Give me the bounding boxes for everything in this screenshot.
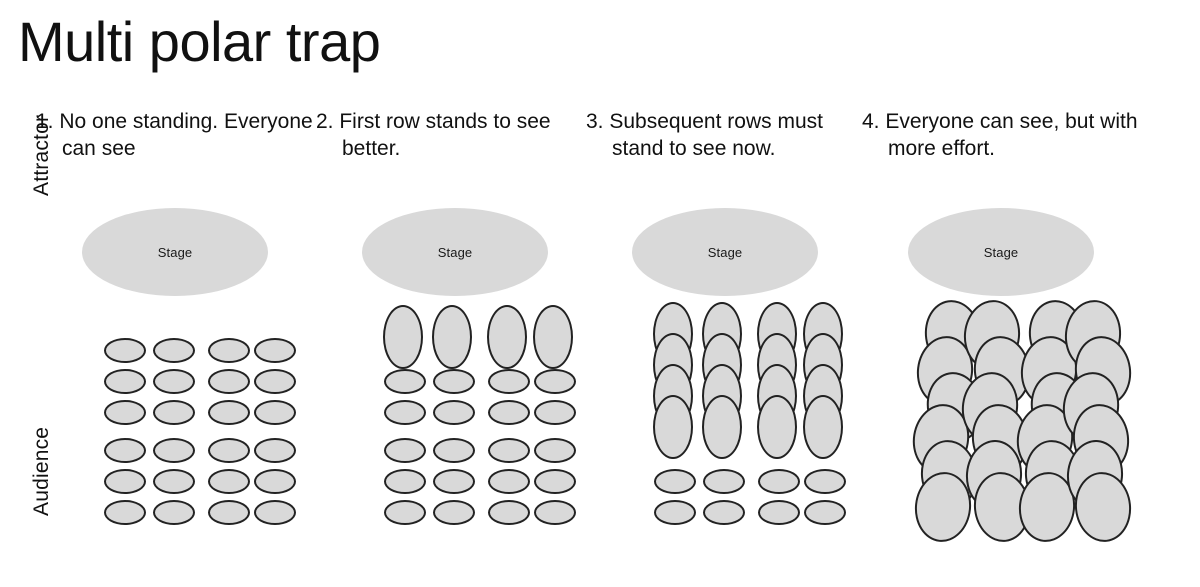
audience-seated-person — [433, 400, 475, 425]
audience-seated-person — [104, 338, 146, 363]
stage-label: Stage — [707, 244, 743, 260]
audience-seated-person — [758, 500, 800, 525]
audience-seated-person — [433, 500, 475, 525]
audience-seated-person — [208, 369, 250, 394]
audience-standing-person — [533, 305, 573, 369]
panel-2-audience — [316, 0, 596, 587]
stage-label: Stage — [157, 244, 193, 260]
audience-standing-person — [653, 395, 693, 459]
audience-seated-person — [488, 438, 530, 463]
audience-standing-person — [803, 395, 843, 459]
audience-seated-person — [534, 500, 576, 525]
audience-seated-person — [384, 400, 426, 425]
panel-4-stage: Stage — [908, 208, 1094, 296]
audience-seated-person — [254, 469, 296, 494]
audience-seated-person — [104, 369, 146, 394]
audience-seated-person — [254, 438, 296, 463]
audience-seated-person — [104, 438, 146, 463]
audience-seated-person — [804, 469, 846, 494]
audience-seated-person — [758, 469, 800, 494]
audience-seated-person — [153, 338, 195, 363]
audience-seated-person — [488, 469, 530, 494]
audience-seated-person — [153, 400, 195, 425]
audience-standing-person — [432, 305, 472, 369]
audience-seated-person — [104, 500, 146, 525]
audience-seated-person — [104, 400, 146, 425]
panel-4-caption: 4. Everyone can see, but with more effor… — [862, 110, 1138, 160]
audience-seated-person — [534, 469, 576, 494]
audience-seated-person — [654, 469, 696, 494]
audience-standing-person — [383, 305, 423, 369]
panel-everyone-stands: 4. Everyone can see, but with more effor… — [862, 0, 1142, 587]
panel-4-audience — [862, 0, 1142, 587]
audience-seated-person — [433, 438, 475, 463]
audience-seated-person — [433, 469, 475, 494]
panel-1-caption: 1. No one standing. Everyone can see — [36, 110, 313, 160]
audience-seated-person — [254, 500, 296, 525]
audience-seated-person — [153, 369, 195, 394]
audience-seated-person — [208, 400, 250, 425]
panel-first-row-stands: 2. First row stands to see better. Stage — [316, 0, 596, 587]
page-title: Multi polar trap — [18, 10, 381, 73]
stage-label: Stage — [437, 244, 473, 260]
audience-seated-person — [534, 369, 576, 394]
audience-seated-person — [254, 400, 296, 425]
stage-label: Stage — [983, 244, 1019, 260]
audience-seated-person — [384, 500, 426, 525]
audience-seated-person — [433, 369, 475, 394]
audience-seated-person — [488, 369, 530, 394]
panel-2-stage: Stage — [362, 208, 548, 296]
audience-seated-person — [254, 338, 296, 363]
panel-no-one-standing: 1. No one standing. Everyone can see Sta… — [36, 0, 316, 587]
panel-3-stage: Stage — [632, 208, 818, 296]
audience-seated-person — [804, 500, 846, 525]
audience-standing-person — [487, 305, 527, 369]
audience-seated-person — [254, 369, 296, 394]
audience-seated-person — [208, 500, 250, 525]
audience-seated-person — [654, 500, 696, 525]
audience-seated-person — [208, 469, 250, 494]
audience-seated-person — [703, 500, 745, 525]
audience-seated-person — [153, 469, 195, 494]
audience-seated-person — [153, 500, 195, 525]
audience-seated-person — [208, 438, 250, 463]
audience-seated-person — [104, 469, 146, 494]
audience-seated-person — [534, 400, 576, 425]
panel-1-audience — [36, 0, 316, 587]
audience-seated-person — [153, 438, 195, 463]
audience-seated-person — [488, 400, 530, 425]
audience-seated-person — [384, 469, 426, 494]
audience-seated-person — [488, 500, 530, 525]
panel-3-caption: 3. Subsequent rows must stand to see now… — [586, 110, 823, 160]
panel-1-stage: Stage — [82, 208, 268, 296]
panel-3-audience — [586, 0, 866, 587]
audience-seated-person — [384, 369, 426, 394]
audience-seated-person — [208, 338, 250, 363]
audience-standing-person — [757, 395, 797, 459]
audience-standing-person — [702, 395, 742, 459]
audience-seated-person — [703, 469, 745, 494]
panel-2-caption: 2. First row stands to see better. — [316, 110, 551, 160]
audience-seated-person — [534, 438, 576, 463]
audience-seated-person — [384, 438, 426, 463]
panel-subsequent-rows-stand: 3. Subsequent rows must stand to see now… — [586, 0, 866, 587]
